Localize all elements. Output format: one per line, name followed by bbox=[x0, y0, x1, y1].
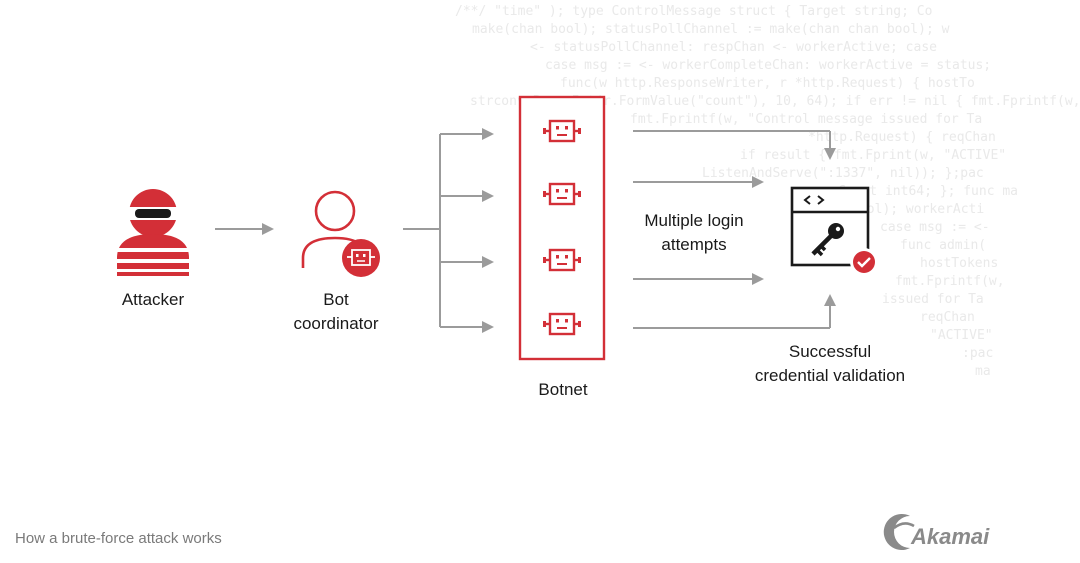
user-with-bot-icon bbox=[301, 190, 380, 277]
success-label: Successful credential validation bbox=[735, 340, 925, 388]
akamai-wordmark: Akamai bbox=[911, 524, 990, 549]
login-attempts-label-line2: attempts bbox=[661, 235, 727, 254]
akamai-logo: Akamai bbox=[880, 508, 995, 556]
attacker-label: Attacker bbox=[121, 290, 185, 309]
akamai-wave-icon bbox=[883, 514, 915, 550]
botnet-box bbox=[518, 95, 606, 361]
botnet-label: Botnet bbox=[538, 380, 588, 399]
login-attempt-arrows bbox=[633, 130, 836, 329]
coordinator-label: Bot coordinator bbox=[276, 288, 396, 336]
flow-diagram bbox=[117, 95, 878, 361]
masked-attacker-icon bbox=[117, 189, 189, 276]
login-attempts-label: Multiple login attempts bbox=[624, 209, 764, 257]
browser-window-with-key-icon bbox=[790, 186, 870, 267]
success-label-line1: Successful bbox=[788, 342, 872, 361]
arrow-attacker-to-coordinator bbox=[215, 223, 274, 235]
login-attempts-label-line1: Multiple login bbox=[644, 211, 744, 230]
coordinator-label-line1: Bot bbox=[323, 290, 349, 309]
checkmark-icon bbox=[850, 248, 878, 276]
coordinator-label-line2: coordinator bbox=[293, 314, 379, 333]
figure-caption: How a brute-force attack works bbox=[15, 530, 222, 547]
success-label-line2: credential validation bbox=[754, 366, 906, 385]
fan-out-arrows bbox=[403, 128, 494, 333]
